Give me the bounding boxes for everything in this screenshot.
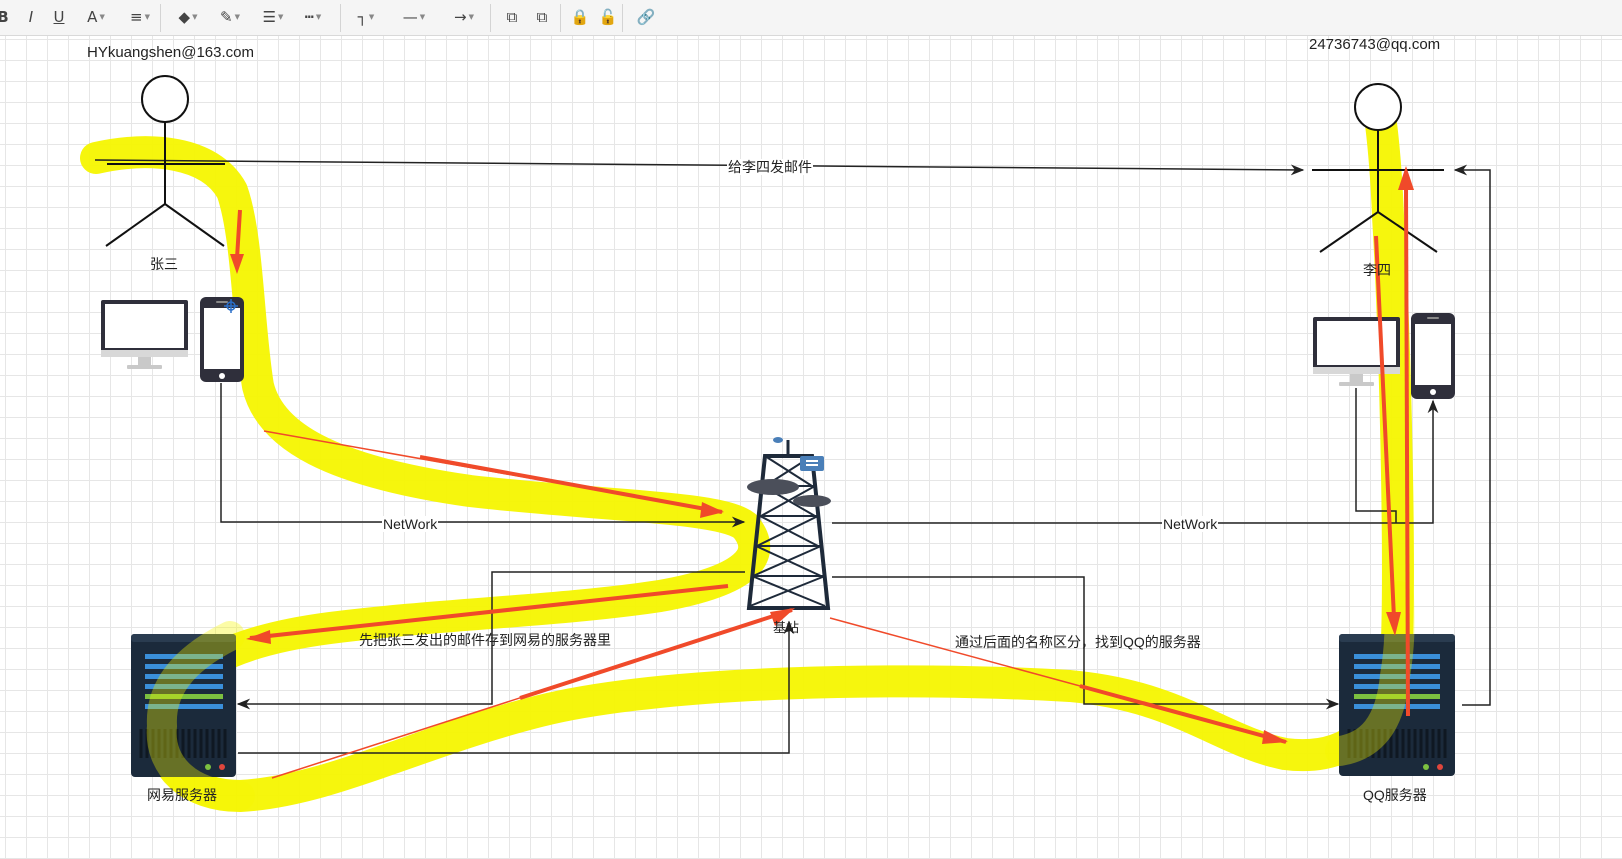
route-note-label: 通过后面的名称区分，找到QQ的服务器 <box>955 634 1201 650</box>
phone-to-tower-edge <box>220 383 746 528</box>
highlight-over-servers <box>146 581 1415 811</box>
base-station-tower-icon[interactable] <box>746 437 831 610</box>
italic-icon: I <box>28 8 34 26</box>
line-color-button[interactable]: ✎▼ <box>212 5 248 29</box>
align-button[interactable]: ≡▼ <box>122 5 158 29</box>
qq-server-icon[interactable] <box>1339 634 1455 776</box>
tower-to-netease-edge <box>236 571 745 710</box>
sender-head <box>141 75 189 123</box>
italic-button[interactable]: I <box>22 5 40 29</box>
lock-button[interactable]: 🔒 <box>570 5 590 29</box>
receiver-monitor-edge <box>1355 388 1397 523</box>
receiver-actor[interactable] <box>1312 83 1444 253</box>
underline-icon: U <box>53 8 65 26</box>
bring-front-button[interactable]: ⧉ <box>500 5 524 29</box>
highlight-stroke <box>80 100 1414 812</box>
chevron-down-icon: ▼ <box>368 13 375 21</box>
unlock-icon: 🔓 <box>598 8 618 26</box>
toolbar-divider <box>160 4 161 32</box>
cursor-move-icon <box>224 299 238 313</box>
line-dash-button[interactable]: ┅▼ <box>296 5 330 29</box>
bold-icon: B <box>0 8 9 26</box>
right-network-label[interactable]: NetWork <box>1162 516 1219 532</box>
connector-lines <box>94 159 1491 754</box>
qq-server-label: QQ服务器 <box>1363 787 1427 803</box>
red-arrow-down-qq <box>1374 235 1396 619</box>
bring-front-icon: ⧉ <box>506 8 518 26</box>
arrow-style-icon: → <box>454 8 467 26</box>
fill-color-icon: ◆ <box>178 8 191 26</box>
tower-to-receiver-devices-edge <box>832 399 1439 524</box>
chevron-down-icon: ▼ <box>468 13 474 21</box>
tower-to-qq-edge <box>832 576 1340 710</box>
red-arrow-up-receiver <box>1404 185 1410 717</box>
connector-button[interactable]: ┐▼ <box>348 5 384 29</box>
line-dash-icon: ┅ <box>304 8 314 26</box>
fill-color-button[interactable]: ◆▼ <box>170 5 206 29</box>
red-arrow-down-sender <box>235 209 242 259</box>
send-back-button[interactable]: ⧉ <box>530 5 554 29</box>
chevron-down-icon: ▼ <box>99 13 105 21</box>
receiver-head <box>1354 83 1402 131</box>
send-mail-edge-label[interactable]: 给李四发邮件 <box>727 159 813 175</box>
sender-name-label: 张三 <box>150 256 178 272</box>
sender-phone-icon[interactable] <box>200 297 244 382</box>
toolbar-divider <box>622 4 623 32</box>
send-mail-edge <box>94 159 1305 176</box>
chevron-down-icon: ▼ <box>234 13 240 21</box>
store-note-label: 先把张三发出的邮件存到网易的服务器里 <box>359 632 611 648</box>
receiver-monitor-icon[interactable] <box>1313 317 1400 386</box>
tower-label: 基站 <box>773 620 800 635</box>
line-color-icon: ✎ <box>220 8 233 26</box>
diagram-svg <box>80 75 1491 812</box>
line-width-button[interactable]: ☰▼ <box>256 5 290 29</box>
receiver-phone-icon[interactable] <box>1411 313 1455 399</box>
line-style-icon: — <box>402 8 418 26</box>
chevron-down-icon: ▼ <box>419 13 426 21</box>
chevron-down-icon: ▼ <box>144 13 150 21</box>
receiver-email-label: 24736743@qq.com <box>1309 36 1441 53</box>
sender-monitor-icon[interactable] <box>101 300 188 369</box>
netease-server-icon[interactable] <box>131 634 236 777</box>
font-color-button[interactable]: A▼ <box>78 5 114 29</box>
qq-to-receiver-edge <box>1453 164 1491 706</box>
diagram-canvas[interactable]: HYkuangshen@163.com 24736743@qq.com 张三 李… <box>0 36 1622 859</box>
send-back-icon: ⧉ <box>536 8 548 26</box>
toolbar-divider <box>490 4 491 32</box>
connector-icon: ┐ <box>357 8 367 26</box>
line-style-button[interactable]: —▼ <box>392 5 436 29</box>
lock-icon: 🔒 <box>570 8 590 26</box>
bold-button[interactable]: B <box>0 5 12 29</box>
underline-button[interactable]: U <box>50 5 68 29</box>
red-annotation-arrows <box>230 166 1414 779</box>
chevron-down-icon: ▼ <box>278 13 284 21</box>
link-icon: 🔗 <box>636 8 656 26</box>
arrow-style-button[interactable]: →▼ <box>444 5 484 29</box>
font-color-icon: A <box>87 8 98 26</box>
chevron-down-icon: ▼ <box>315 13 322 21</box>
link-button[interactable]: 🔗 <box>634 5 658 29</box>
sender-email-label: HYkuangshen@163.com <box>87 44 254 61</box>
unlock-button[interactable]: 🔓 <box>598 5 618 29</box>
toolbar-divider <box>340 4 341 32</box>
chevron-down-icon: ▼ <box>192 13 198 21</box>
align-icon: ≡ <box>130 8 143 26</box>
receiver-name-label: 李四 <box>1363 262 1391 278</box>
netease-server-label: 网易服务器 <box>147 787 217 803</box>
red-arrow-to-netease <box>249 584 729 640</box>
left-network-label[interactable]: NetWork <box>382 516 439 532</box>
line-width-icon: ☰ <box>262 8 277 26</box>
toolbar-divider <box>560 4 561 32</box>
sender-actor[interactable] <box>105 75 225 247</box>
netease-to-tower-edge <box>238 620 795 754</box>
